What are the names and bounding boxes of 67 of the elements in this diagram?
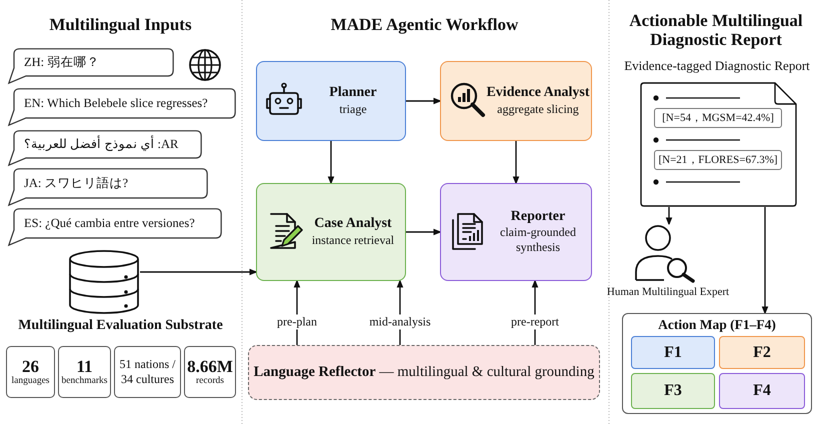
- stat-label: benchmarks: [62, 376, 108, 388]
- speech-bubble: [8, 48, 174, 84]
- node-label: Human Multilingual Expert: [606, 286, 730, 298]
- stat-label: 34 cultures: [121, 372, 174, 387]
- agent-role: claim-grounded synthesis: [499, 225, 577, 256]
- agent-name: Case Analyst: [314, 216, 392, 233]
- stat-value: 8.66M: [187, 356, 233, 376]
- question-text: AR: أي نموذج أفضل للعربية؟: [24, 134, 178, 153]
- action-card: [631, 336, 715, 369]
- person-magnifier-icon: [634, 224, 698, 282]
- action-card: [719, 373, 805, 409]
- database-icon: [68, 250, 140, 314]
- stat-value: 26: [22, 356, 39, 376]
- arrow: [762, 207, 768, 314]
- section-title: Actionable Multilingual Diagnostic Report: [628, 12, 804, 50]
- agent-name: Planner: [329, 85, 377, 102]
- reflector-panel: [248, 345, 600, 400]
- stat-label: languages: [12, 376, 50, 388]
- arrow: [406, 228, 442, 236]
- arrow: [666, 207, 672, 226]
- speech-bubble: [8, 208, 222, 246]
- action-code: F3: [664, 382, 682, 400]
- arrow: [140, 268, 258, 276]
- action-code: F1: [664, 344, 682, 362]
- report-document: [640, 82, 797, 207]
- agent-box: [440, 183, 592, 281]
- node-label: Evidence-tagged Diagnostic Report: [623, 58, 811, 74]
- stat-card: [184, 346, 236, 398]
- edge-label: mid-analysis: [367, 314, 433, 330]
- evidence-tag: [N=54，MGSM=42.4%]: [654, 108, 782, 128]
- action-card: [631, 373, 715, 409]
- question-text: ZH: 弱在哪？: [24, 54, 100, 71]
- arrow: [512, 141, 520, 184]
- stat-value: 11: [76, 356, 93, 376]
- node-label: Multilingual Evaluation Substrate: [17, 318, 224, 334]
- stat-card: [58, 346, 111, 398]
- agent-box: [440, 61, 592, 141]
- question-text: EN: Which Belebele slice regresses?: [24, 95, 208, 112]
- stat-card: [6, 346, 55, 398]
- agent-box: [256, 61, 406, 141]
- agent-role: triage: [339, 102, 367, 117]
- agent-box: [256, 183, 406, 281]
- stat-card: [114, 346, 181, 398]
- action-code: F2: [753, 344, 771, 362]
- speech-bubble: [8, 88, 236, 126]
- edge-label: pre-report: [509, 314, 561, 330]
- speech-bubble: [8, 130, 202, 166]
- section-title: Multilingual Inputs: [48, 16, 193, 35]
- arrow: [406, 98, 442, 104]
- panel-heading: Action Map (F1–F4): [657, 317, 777, 333]
- agent-role: instance retrieval: [312, 232, 394, 248]
- reflector-text: Language Reflector — multilingual & cultural grounding: [254, 364, 594, 381]
- edge-label: pre-plan: [275, 314, 319, 330]
- agent-name: Evidence Analyst: [486, 85, 590, 102]
- agent-name: Reporter: [510, 208, 566, 226]
- evidence-tag: [N=21，FLORES=67.3%]: [654, 150, 782, 170]
- speech-bubble: [8, 168, 208, 206]
- action-card: [719, 336, 805, 369]
- action-code: F4: [753, 382, 771, 400]
- question-text: JA: スワヒリ語は?: [24, 175, 128, 192]
- arrow: [328, 141, 334, 184]
- agent-role: aggregate slicing: [497, 102, 579, 117]
- stat-label: 51 nations /: [120, 357, 176, 372]
- section-title: MADE Agentic Workflow: [330, 16, 520, 35]
- action-map-panel: [622, 313, 812, 414]
- stat-label: records: [196, 376, 224, 388]
- question-text: ES: ¿Qué cambia entre versiones?: [24, 215, 195, 232]
